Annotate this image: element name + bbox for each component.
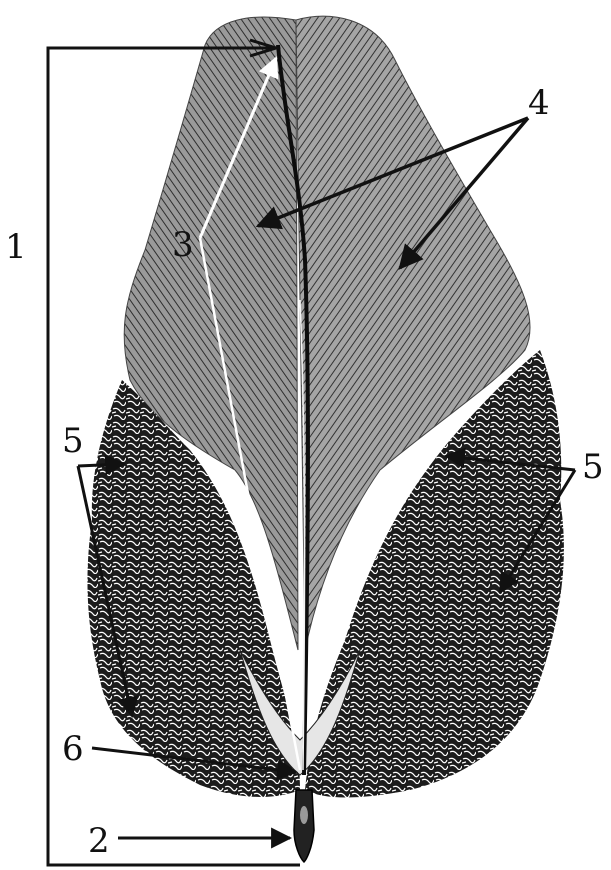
arrow-5-left-a <box>78 464 124 466</box>
label-6: 6 <box>62 729 84 769</box>
label-5-right: 5 <box>582 447 604 487</box>
label-2: 2 <box>88 821 110 861</box>
label-4: 4 <box>528 83 550 123</box>
calamus <box>294 790 314 862</box>
label-5-left: 5 <box>62 421 84 461</box>
label-1: 1 <box>5 227 27 267</box>
label-3: 3 <box>172 225 194 265</box>
